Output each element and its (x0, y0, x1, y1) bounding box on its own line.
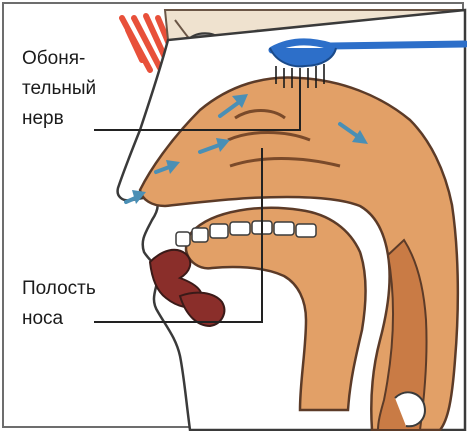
label-nasal-cavity-line2: носа (22, 304, 63, 334)
label-olfactory-nerve-line3: нерв (22, 104, 64, 134)
label-olfactory-nerve-line2: тельный (22, 74, 96, 104)
label-nasal-cavity-line1: Полость (22, 274, 96, 304)
label-olfactory-nerve-line1: Обоня- (22, 44, 85, 74)
